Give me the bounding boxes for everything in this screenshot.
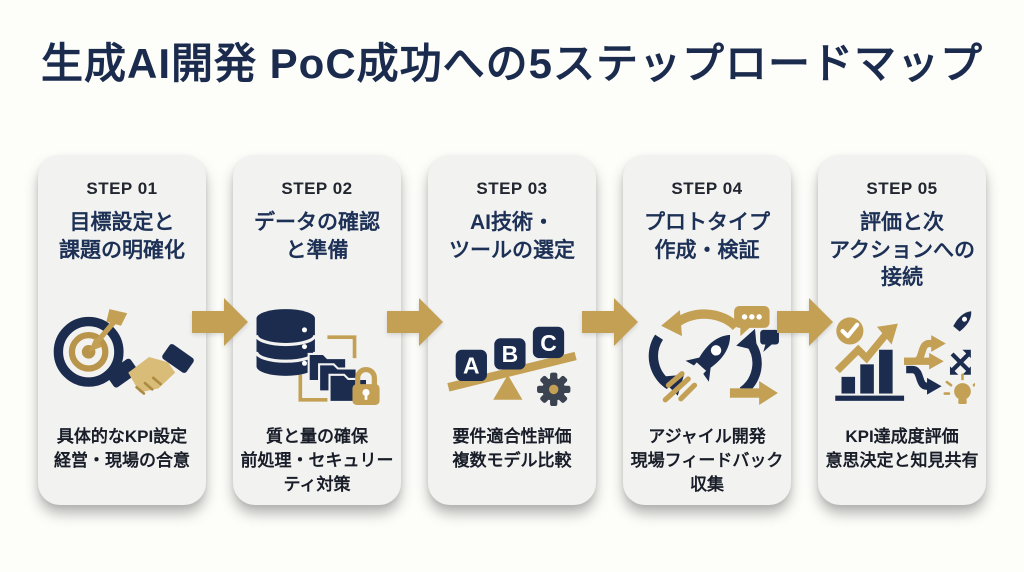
step-title: 評価と次 アクションへの 接続 bbox=[829, 211, 975, 290]
feedback-bubbles-icon bbox=[734, 305, 779, 352]
handshake-icon bbox=[106, 344, 194, 395]
forward-arrow-icon bbox=[729, 381, 778, 406]
database-icon bbox=[254, 309, 317, 376]
step-card-03: STEP 03 AI技術・ ツールの選定 A B bbox=[428, 155, 596, 505]
step-icon-box bbox=[47, 297, 197, 415]
step-card-01: STEP 01 目標設定と 課題の明確化 bbox=[38, 155, 206, 505]
step-description: KPI達成度評価 意思決定と知見共有 bbox=[825, 427, 979, 471]
step-number-label: STEP 01 bbox=[86, 179, 158, 198]
step-number-label: STEP 03 bbox=[476, 179, 548, 198]
svg-text:B: B bbox=[502, 341, 519, 367]
rocket-icon bbox=[685, 334, 731, 382]
dart-arrow-icon bbox=[88, 309, 128, 352]
step-icon-box bbox=[827, 297, 977, 415]
step-number-label: STEP 04 bbox=[671, 179, 743, 198]
step-number-label: STEP 05 bbox=[866, 179, 938, 198]
step-title: プロトタイプ 作成・検証 bbox=[644, 211, 770, 262]
crossed-arrows-icon bbox=[949, 349, 971, 375]
step-icon-box bbox=[632, 297, 782, 415]
step-description: 要件適合性評価 複数モデル比較 bbox=[452, 427, 572, 471]
step-card-02: STEP 02 データの確認 と準備 bbox=[233, 155, 401, 505]
svg-text:A: A bbox=[463, 353, 480, 379]
step-description: 具体的なKPI設定 経営・現場の合意 bbox=[54, 427, 190, 471]
step-description: 質と量の確保 前処理・セキュリー ティ対策 bbox=[240, 427, 394, 495]
letter-tile-c-icon: C bbox=[532, 326, 565, 359]
step-arrow-icon bbox=[777, 298, 833, 346]
target-icon bbox=[53, 316, 124, 387]
step-number-label: STEP 02 bbox=[281, 179, 353, 198]
balance-plank-icon bbox=[447, 351, 577, 392]
fulcrum-icon bbox=[493, 374, 523, 400]
step-card-04: STEP 04 プロトタイプ 作成・検証 bbox=[623, 155, 791, 505]
svg-text:C: C bbox=[540, 330, 557, 356]
step-card-05: STEP 05 評価と次 アクションへの 接続 bbox=[818, 155, 986, 505]
check-circle-icon bbox=[836, 317, 864, 345]
letter-tile-a-icon: A bbox=[455, 349, 487, 382]
target-handshake-icon bbox=[53, 309, 194, 395]
step-arrow-icon bbox=[582, 298, 638, 346]
step-title: AI技術・ ツールの選定 bbox=[449, 211, 575, 262]
steps-row: STEP 01 目標設定と 課題の明確化 bbox=[0, 155, 1024, 505]
branch-arrows-icon bbox=[904, 335, 946, 395]
step-description: アジャイル開発 現場フィードバック 収集 bbox=[630, 427, 784, 495]
gear-icon bbox=[537, 372, 571, 407]
step-arrow-icon bbox=[192, 298, 248, 346]
lock-icon bbox=[352, 367, 380, 406]
chart-branching-insight-icon bbox=[834, 311, 975, 404]
letter-tile-b-icon: B bbox=[494, 338, 526, 370]
step-arrow-icon bbox=[387, 298, 443, 346]
step-title: 目標設定と 課題の明確化 bbox=[59, 211, 185, 262]
step-icon-box: A B C bbox=[437, 297, 587, 415]
mini-rocket-icon bbox=[953, 311, 972, 332]
rocket-exhaust-icon bbox=[662, 371, 698, 403]
growth-arrow-icon bbox=[834, 323, 898, 374]
lightbulb-icon bbox=[943, 373, 975, 404]
abc-balance-gear-icon: A B C bbox=[447, 326, 577, 407]
gold-bracket-icon bbox=[298, 335, 357, 402]
step-icon-box bbox=[242, 297, 392, 415]
page-title: 生成AI開発 PoC成功への5ステップロードマップ bbox=[40, 40, 984, 87]
rocket-iteration-feedback-icon bbox=[648, 305, 779, 406]
bar-chart-icon bbox=[835, 349, 905, 401]
step-title: データの確認 と準備 bbox=[254, 211, 380, 262]
database-folders-lock-icon bbox=[254, 309, 380, 406]
